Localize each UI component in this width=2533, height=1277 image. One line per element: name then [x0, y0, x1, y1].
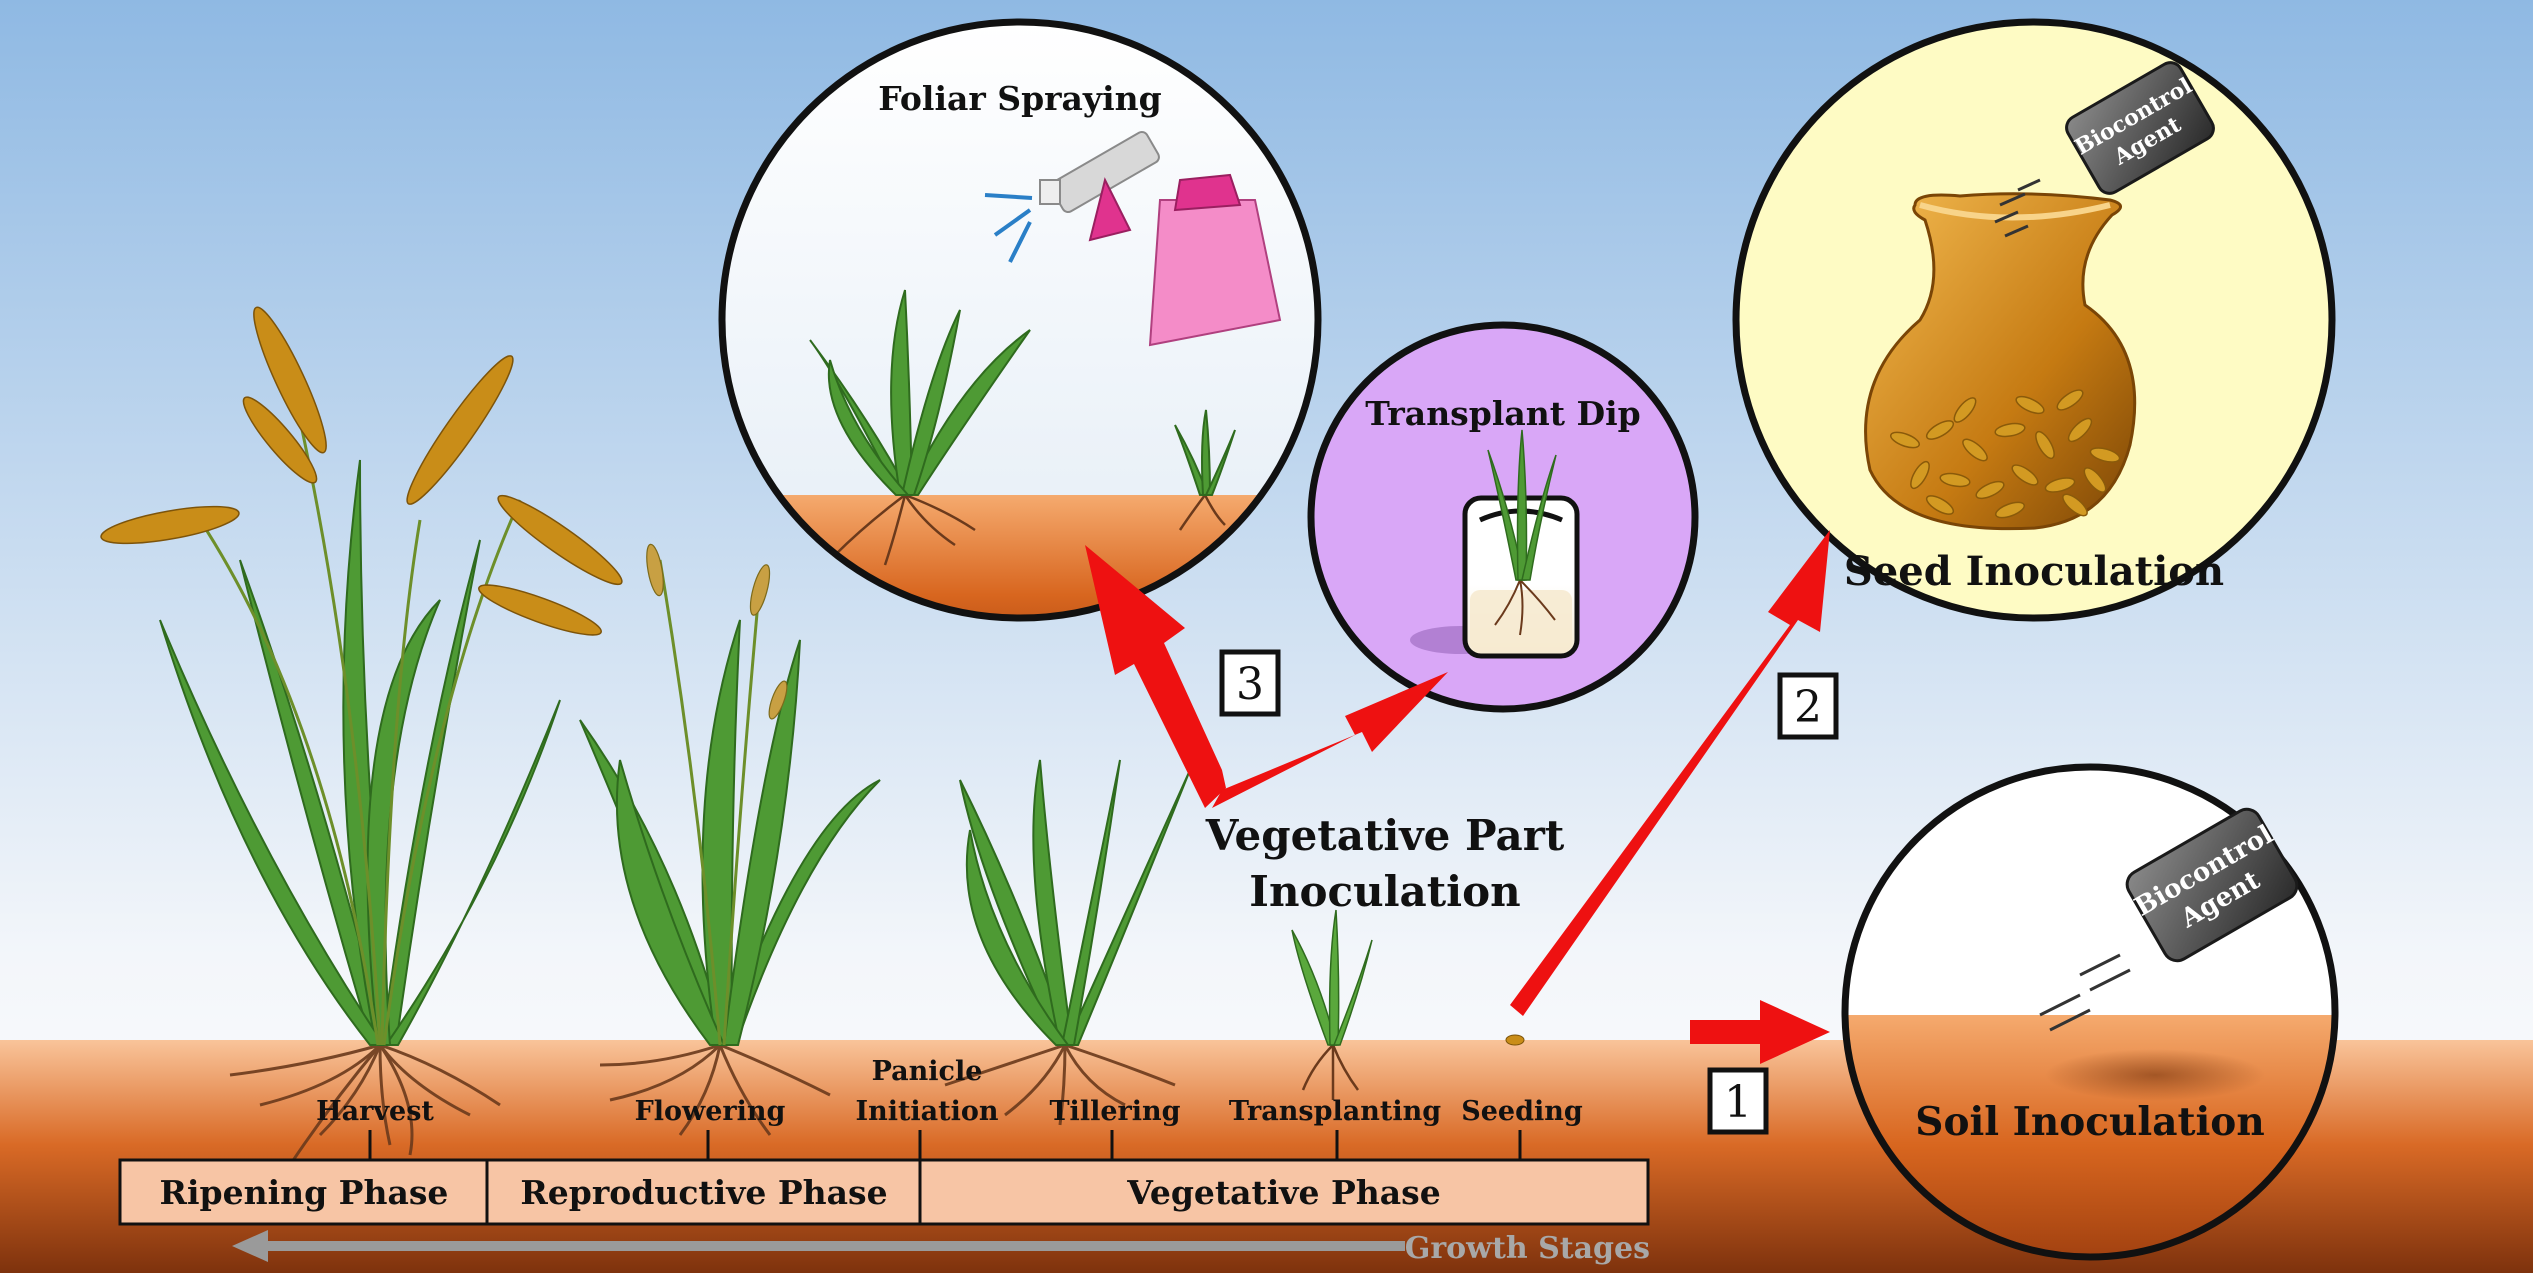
arrow-2-seed [1510, 530, 1830, 1016]
growth-timeline: Harvest Flowering Panicle Initiation Til… [118, 1056, 1650, 1266]
rice-plant-harvest [100, 306, 623, 1166]
step-number-3: 3 [1236, 659, 1264, 710]
phase-box-ripening [118, 1158, 489, 1226]
phase-label-ripening: Ripening Phase [160, 1173, 449, 1212]
dip-jar-icon [1462, 429, 1580, 659]
seed-inoculation-circle: Biocontrol Agent Seed Inoculation [1732, 18, 2336, 622]
soil-circle-border [1841, 763, 2339, 1261]
step-number-1: 1 [1724, 1077, 1752, 1128]
rice-plant-tillering [944, 759, 1191, 1126]
stage-label-transplanting: Transplanting [1229, 1096, 1441, 1127]
step-number-2: 2 [1794, 682, 1822, 733]
seed-grain [1505, 1034, 1525, 1046]
seed-title: Seed Inoculation [1844, 548, 2224, 595]
stage-label-flowering: Flowering [635, 1096, 786, 1127]
transplant-dip-circle: Transplant Dip [1307, 321, 1699, 713]
phase-label-reproductive: Reproductive Phase [520, 1173, 887, 1212]
biocontrol-agent-box-soil: Biocontrol Agent [2125, 807, 2299, 963]
phase-label-vegetative: Vegetative Phase [1126, 1173, 1440, 1212]
agent-drops-soil [2039, 953, 2131, 1032]
arrow-3-transplant [1212, 672, 1448, 808]
step-box-2: 2 [1777, 672, 1839, 740]
stage-label-panicle-line1: Panicle [872, 1056, 983, 1087]
phase-box-vegetative [918, 1158, 1650, 1226]
stage-label-harvest: Harvest [316, 1096, 434, 1127]
growth-stages-label: Growth Stages [1405, 1231, 1650, 1266]
arrow-1-soil [1690, 1000, 1830, 1064]
step-box-3: 3 [1219, 649, 1281, 717]
phase-box-reproductive [485, 1158, 922, 1226]
arrow-3-foliar [1085, 545, 1226, 808]
step-box-1: 1 [1707, 1067, 1769, 1135]
foliar-title: Foliar Spraying [878, 79, 1161, 118]
vegetative-label-line1: Vegetative Part [1205, 811, 1565, 860]
transplant-title: Transplant Dip [1365, 394, 1640, 433]
stage-label-panicle-line2: Initiation [855, 1096, 998, 1127]
red-arrows [1085, 530, 1830, 1064]
stage-label-seeding: Seeding [1461, 1096, 1583, 1127]
rice-plant-flowering [579, 543, 881, 1136]
rice-seedling-transplanting [1291, 909, 1373, 1100]
growth-arrow-head [232, 1230, 268, 1262]
spray-mist-icon [984, 193, 1033, 263]
spray-bottle-icon [1039, 130, 1282, 347]
stage-label-tillering: Tillering [1049, 1096, 1180, 1127]
agent-drops-seed [1994, 178, 2041, 238]
soil-title: Soil Inoculation [1915, 1099, 2264, 1145]
vegetative-label-line2: Inoculation [1249, 867, 1520, 916]
seed-bag-icon [1864, 192, 2137, 531]
foliar-circle-border [718, 18, 1322, 622]
